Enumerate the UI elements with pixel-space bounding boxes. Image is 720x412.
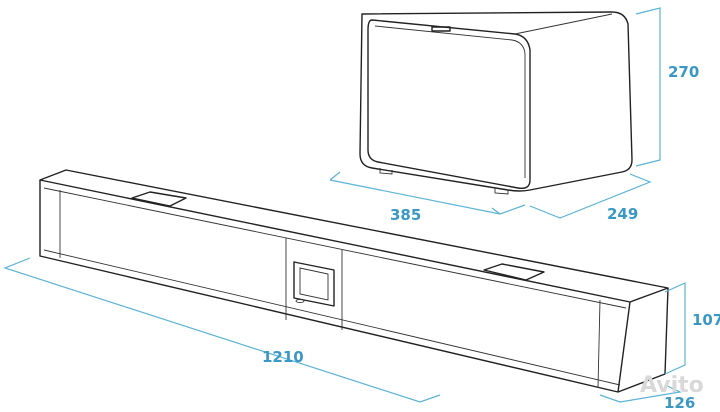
dimension-label-270: 270: [668, 63, 699, 81]
subwoofer-drawing: [359, 11, 633, 195]
dimension-label-1210: 1210: [262, 348, 304, 366]
dimension-label-126: 126: [664, 394, 695, 412]
dimension-label-249: 249: [607, 205, 638, 223]
avito-watermark: Avito: [640, 373, 704, 398]
dimension-label-385: 385: [390, 206, 421, 224]
dimension-lines: [3, 7, 686, 403]
dimension-label-107: 107: [692, 311, 720, 329]
soundbar-drawing: [39, 169, 669, 393]
